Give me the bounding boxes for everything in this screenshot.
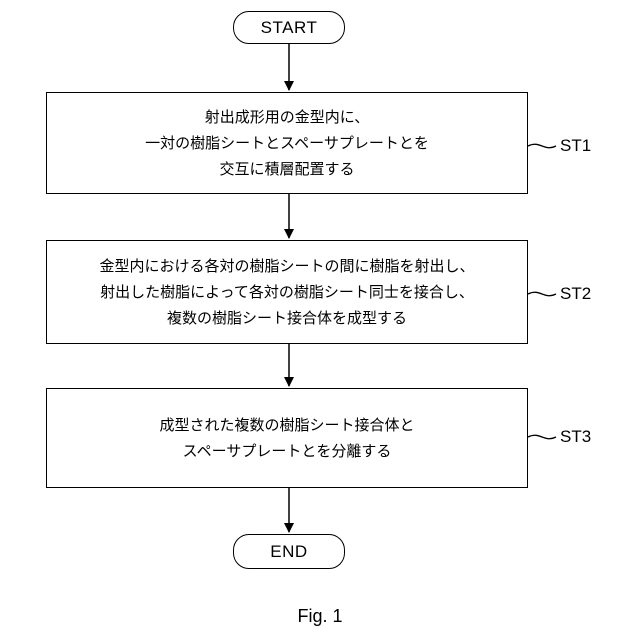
figure-caption: Fig. 1 bbox=[0, 606, 640, 627]
start-terminal: START bbox=[233, 11, 345, 44]
step-st3-box: 成型された複数の樹脂シート接合体と スペーサプレートとを分離する bbox=[46, 388, 528, 488]
step-st1-label: ST1 bbox=[560, 136, 591, 156]
step-st3-label: ST3 bbox=[560, 427, 591, 447]
step-st2-line: 複数の樹脂シート接合体を成型する bbox=[167, 305, 407, 331]
leader-st2 bbox=[528, 292, 556, 295]
leader-st1 bbox=[528, 144, 556, 147]
end-terminal-label: END bbox=[270, 542, 307, 562]
step-st2-line: 射出した樹脂によって各対の樹脂シート同士を接合し、 bbox=[100, 279, 474, 305]
step-st2-label: ST2 bbox=[560, 284, 591, 304]
step-st1-line: 射出成形用の金型内に、 bbox=[205, 104, 370, 130]
step-st1-box: 射出成形用の金型内に、 一対の樹脂シートとスペーサプレートとを 交互に積層配置す… bbox=[46, 92, 528, 194]
start-terminal-label: START bbox=[261, 18, 318, 38]
step-st1-line: 一対の樹脂シートとスペーサプレートとを bbox=[145, 130, 429, 156]
end-terminal: END bbox=[233, 534, 345, 569]
step-st3-line: 成型された複数の樹脂シート接合体と bbox=[159, 412, 414, 438]
step-st3-line: スペーサプレートとを分離する bbox=[183, 438, 392, 464]
leader-st3 bbox=[528, 435, 556, 438]
step-st1-line: 交互に積層配置する bbox=[219, 156, 354, 182]
step-st2-line: 金型内における各対の樹脂シートの間に樹脂を射出し、 bbox=[99, 253, 474, 279]
step-st2-box: 金型内における各対の樹脂シートの間に樹脂を射出し、 射出した樹脂によって各対の樹… bbox=[46, 240, 528, 344]
